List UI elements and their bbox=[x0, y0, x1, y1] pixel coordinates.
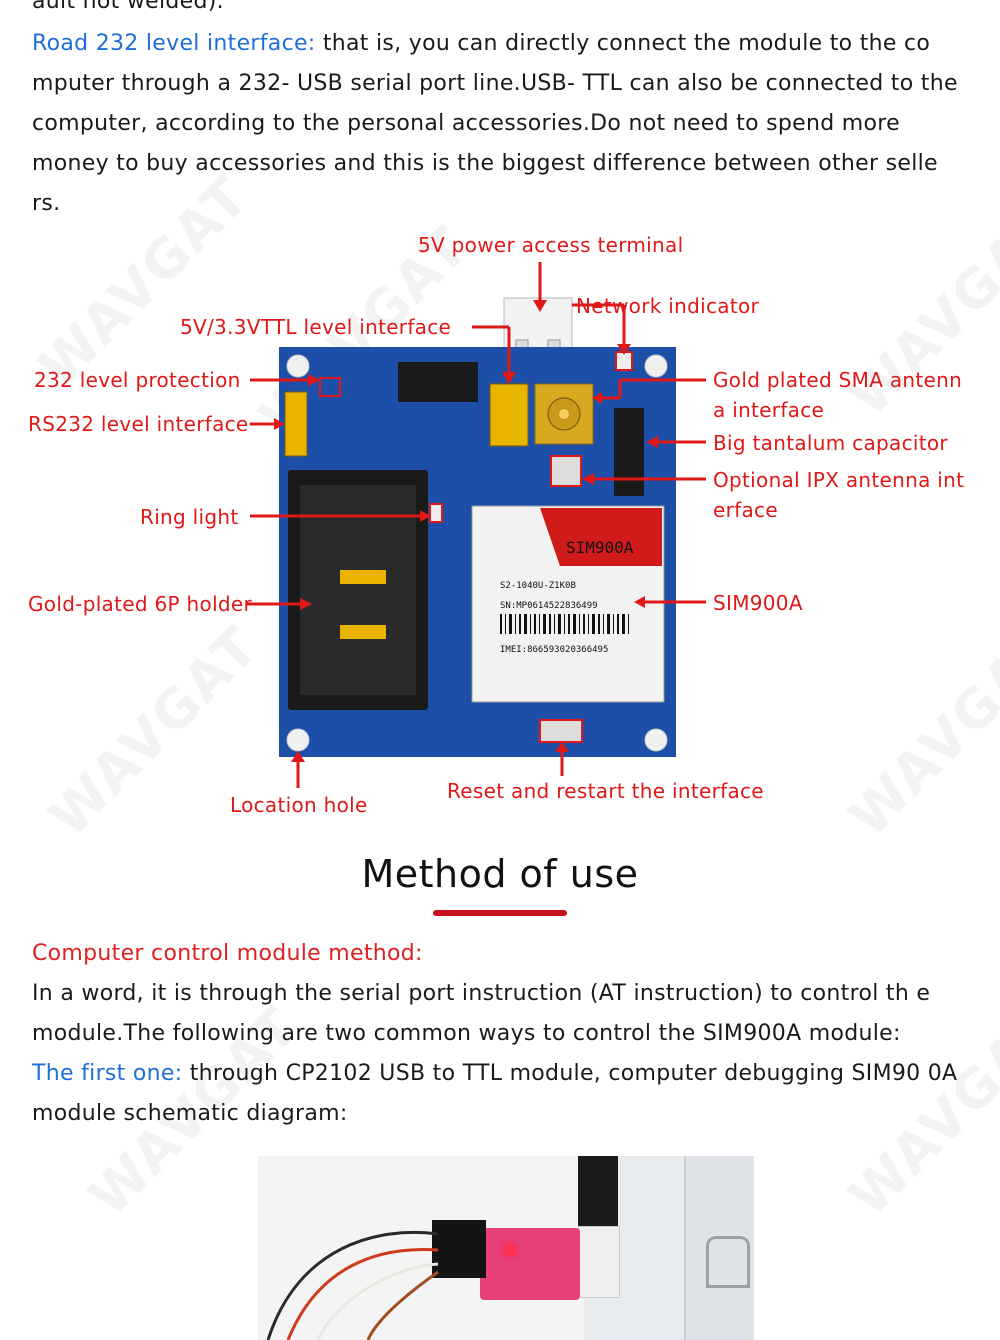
heading-underline bbox=[433, 910, 567, 916]
barcode bbox=[500, 614, 629, 634]
chip-imei: IMEI:866593020366495 bbox=[500, 645, 608, 655]
label-ipx-antenna: Optional IPX antenna int erface bbox=[713, 468, 965, 522]
paragraph-body: through CP2102 USB to TTL module, comput… bbox=[32, 1061, 958, 1126]
label-232-protection: 232 level protection bbox=[34, 368, 241, 392]
location-hole bbox=[644, 728, 668, 752]
paragraph-body: that is, you can directly connect the mo… bbox=[32, 31, 958, 216]
pcb-board-diagram: SIM900A S2-1040U-Z1K0B SN:MP061452283649… bbox=[246, 262, 706, 788]
location-hole bbox=[286, 354, 310, 378]
section-title: Method of use bbox=[361, 852, 639, 896]
ttl-jumper bbox=[489, 383, 529, 447]
paragraph-lead: The first one: bbox=[32, 1061, 183, 1086]
label-power-terminal: 5V power access terminal bbox=[418, 233, 684, 257]
paragraph-lead: Computer control module method: bbox=[32, 941, 423, 966]
label-sma-interface: Gold plated SMA antenn a interface bbox=[713, 368, 963, 422]
label-tantalum-capacitor: Big tantalum capacitor bbox=[713, 431, 948, 455]
paragraph-first-method: The first one: through CP2102 USB to TTL… bbox=[32, 1054, 972, 1134]
label-6p-holder: Gold-plated 6P holder bbox=[28, 592, 253, 616]
location-hole bbox=[286, 728, 310, 752]
rs232-jumper bbox=[284, 391, 308, 457]
paragraph-body: In a word, it is through the serial port… bbox=[32, 981, 931, 1046]
chip-model: S2-1040U-Z1K0B bbox=[500, 581, 576, 591]
paragraph-road-232: Road 232 level interface: that is, you c… bbox=[32, 24, 972, 224]
ring-light-led bbox=[429, 503, 443, 523]
label-ttl-interface: 5V/3.3VTTL level interface bbox=[180, 315, 452, 339]
chip-sn: SN:MP0614522836499 bbox=[500, 601, 598, 611]
label-rs232-interface: RS232 level interface bbox=[28, 412, 249, 436]
label-network-indicator: Network indicator bbox=[576, 294, 760, 318]
label-reset-interface: Reset and restart the interface bbox=[447, 779, 764, 803]
paragraph-control-method: Computer control module method: In a wor… bbox=[32, 934, 972, 1134]
label-sim900a: SIM900A bbox=[713, 591, 803, 615]
label-ring-light: Ring light bbox=[140, 505, 239, 529]
paragraph-lead: Road 232 level interface: bbox=[32, 31, 316, 56]
chip-name: SIM900A bbox=[566, 538, 634, 557]
usb-ttl-photo bbox=[258, 1156, 754, 1340]
tantalum-capacitor bbox=[614, 408, 644, 496]
reset-pads bbox=[539, 719, 583, 743]
location-hole bbox=[644, 354, 668, 378]
label-location-hole: Location hole bbox=[230, 793, 368, 817]
top-fragment: ault not welded). bbox=[32, 0, 224, 14]
ic-chip bbox=[398, 362, 478, 402]
ipx-connector bbox=[550, 455, 582, 487]
